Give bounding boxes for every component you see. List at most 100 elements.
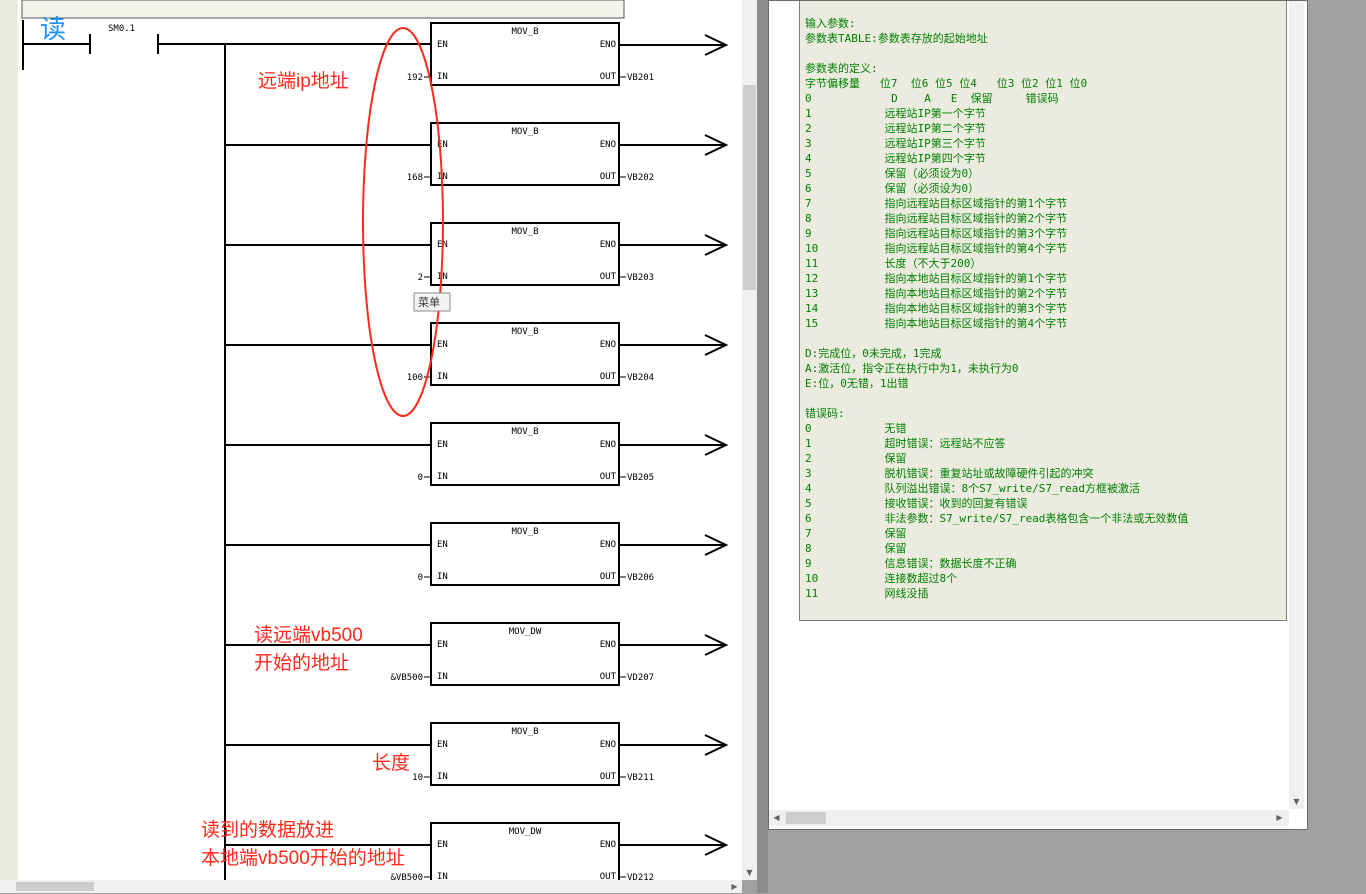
svg-text:读到的数据放进: 读到的数据放进 [201,819,334,841]
pin-en-label: EN [437,540,448,550]
help-line: 5 保留（必须设为0） [805,167,980,180]
help-line: D:完成位，0未完成，1完成 [805,347,942,360]
in-operand[interactable]: 100 [407,373,423,383]
pin-eno-label: ENO [600,240,616,250]
pin-in-label: IN [437,572,448,582]
in-operand[interactable]: 192 [407,73,423,83]
scroll-down-arrow-icon[interactable]: ▼ [746,868,753,877]
help-line: 10 连接数超过8个 [805,572,958,585]
help-line: 错误码: [805,407,845,420]
in-operand[interactable]: 0 [418,473,423,483]
box-frame[interactable] [430,122,620,186]
scroll-left-arrow-icon[interactable]: ◀ [773,813,780,822]
box-frame[interactable] [430,622,620,686]
pin-eno-label: ENO [600,640,616,650]
pin-eno-label: ENO [600,540,616,550]
pin-out-label: OUT [600,772,617,782]
box-frame[interactable] [430,222,620,286]
help-text: 输入参数:参数表TABLE:参数表存放的起始地址 参数表的定义:字节偏移量 位7… [805,16,1188,601]
ladder-hscrollbar[interactable]: ▶ [0,880,742,893]
pin-in-label: IN [437,72,448,82]
help-line: 15 指向本地站目标区域指针的第4个字节 [805,317,1068,330]
scroll-down-arrow-icon[interactable]: ▼ [1293,797,1300,806]
pin-en-label: EN [437,40,448,50]
in-operand[interactable]: 0 [418,573,423,583]
pin-out-label: OUT [600,172,617,182]
pin-out-label: OUT [600,672,617,682]
ladder-vscroll-thumb[interactable] [743,85,756,290]
annotation-store: 读到的数据放进 本地端vb500开始的地址 [201,819,405,869]
help-line: 6 保留（必须设为0） [805,182,980,195]
box-title: MOV_B [511,327,538,337]
help-line: 9 信息错误：数据长度不正确 [805,557,1017,570]
ladder-vscrollbar[interactable]: ▼ [742,0,757,880]
output-arrow-icon [704,334,729,356]
pin-out-label: OUT [600,372,617,382]
box-frame[interactable] [430,422,620,486]
out-operand[interactable]: VB202 [627,173,654,183]
in-operand[interactable]: &VB500 [390,673,423,683]
help-line: 11 网线没插 [805,587,929,600]
help-line: 14 指向本地站目标区域指针的第3个字节 [805,302,1068,315]
output-arrow-icon [704,734,729,756]
help-vscrollbar[interactable]: ▼ [1289,1,1304,809]
help-hscrollbar[interactable]: ◀ ▶ [769,810,1289,826]
help-hscroll-thumb[interactable] [786,812,826,824]
pin-en-label: EN [437,740,448,750]
box-frame[interactable] [430,522,620,586]
out-operand[interactable]: VB205 [627,473,654,483]
left-gutter [0,0,18,893]
help-text-box: 输入参数:参数表TABLE:参数表存放的起始地址 参数表的定义:字节偏移量 位7… [799,1,1287,621]
ladder-hscroll-thumb[interactable] [16,882,94,891]
splitter[interactable] [757,0,768,893]
pin-en-label: EN [437,340,448,350]
pin-out-label: OUT [600,272,617,282]
help-line: 0 D A E 保留 错误码 [805,92,1059,105]
out-operand[interactable]: VB211 [627,773,654,783]
pin-in-label: IN [437,472,448,482]
out-operand[interactable]: VB204 [627,373,654,383]
in-operand[interactable]: 168 [407,173,423,183]
help-line: 10 指向远程站目标区域指针的第4个字节 [805,242,1068,255]
help-line: 参数表TABLE:参数表存放的起始地址 [805,32,988,45]
help-line: 输入参数: [805,17,856,30]
help-line: 5 接收错误：收到的回复有错误 [805,497,1028,510]
pin-en-label: EN [437,640,448,650]
box-frame[interactable] [430,822,620,886]
pin-out-label: OUT [600,872,617,882]
scroll-right-arrow-icon[interactable]: ▶ [731,882,738,891]
network-comment-box[interactable] [21,0,625,19]
out-operand[interactable]: VB201 [627,73,654,83]
help-line: 3 远程站IP第三个字节 [805,137,986,150]
highlight-ellipse [362,27,444,417]
pin-in-label: IN [437,672,448,682]
help-line: A:激活位，指令正在执行中为1，未执行为0 [805,362,1019,375]
help-pane[interactable]: 输入参数:参数表TABLE:参数表存放的起始地址 参数表的定义:字节偏移量 位7… [768,0,1308,830]
contact-label: SM0.1 [108,24,135,34]
in-operand[interactable]: 10 [412,773,423,783]
box-frame[interactable] [430,22,620,86]
svg-text:开始的地址: 开始的地址 [254,652,349,674]
out-operand[interactable]: VB203 [627,273,654,283]
box-frame[interactable] [430,322,620,386]
output-arrow-icon [704,534,729,556]
out-operand[interactable]: VD212 [627,873,654,883]
out-operand[interactable]: VB206 [627,573,654,583]
scroll-right-arrow-icon[interactable]: ▶ [1276,813,1283,822]
out-operand[interactable]: VD207 [627,673,654,683]
in-operand[interactable]: &VB500 [390,873,423,883]
in-operand[interactable]: 2 [418,273,423,283]
box-title: MOV_B [511,427,538,437]
box-frame[interactable] [430,722,620,786]
